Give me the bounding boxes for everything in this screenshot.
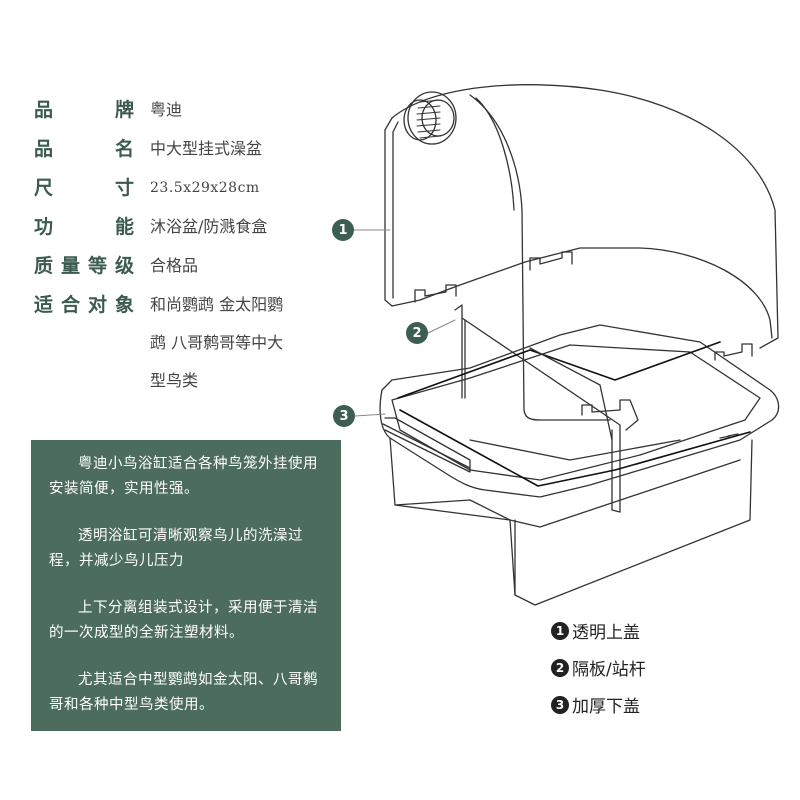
legend-item: 2 隔板/站杆 <box>551 649 646 686</box>
spec-row-name: 品 名 中大型挂式澡盆 <box>34 135 364 174</box>
description-paragraph: 粤迪小鸟浴缸适合各种鸟笼外挂使用 安装简便，实用性强。 <box>49 456 318 497</box>
spec-value-suitable: 和尚鹦鹉 金太阳鹦 鹉 八哥鹩哥等中大 型鸟类 <box>150 295 284 390</box>
legend-label: 加厚下盖 <box>572 697 640 717</box>
description-paragraph: 上下分离组装式设计，采用便于清洁的一次成型的全新注塑材料。 <box>49 600 318 641</box>
parts-legend: 1 透明上盖 2 隔板/站杆 3 加厚下盖 <box>551 612 646 723</box>
spec-label: 品 牌 <box>34 99 134 121</box>
spec-label: 品 名 <box>34 138 134 160</box>
description-box: 粤迪小鸟浴缸适合各种鸟笼外挂使用 安装简便，实用性强。 透明浴缸可清晰观察鸟儿的… <box>31 440 341 731</box>
spec-row-quality: 质 量 等 级 合格品 <box>34 252 364 291</box>
legend-label: 隔板/站杆 <box>572 660 646 680</box>
spec-label: 功 能 <box>34 216 134 238</box>
base-tray-outline <box>379 324 780 498</box>
knob-icon <box>403 91 457 145</box>
description-paragraph: 尤其适合中型鹦鹉如金太阳、八哥鹩哥和各种中型鸟类使用。 <box>49 672 318 713</box>
spec-value-quality: 合格品 <box>150 256 199 275</box>
spec-row-brand: 品 牌 粤迪 <box>34 96 364 135</box>
spec-row-function: 功 能 沐浴盆/防溅食盒 <box>34 213 364 252</box>
legend-item: 1 透明上盖 <box>551 612 646 649</box>
description-paragraph: 透明浴缸可清晰观察鸟儿的洗澡过程，并减少鸟儿压力 <box>49 528 303 569</box>
spec-value-size: 23.5x29x28cm <box>150 180 260 196</box>
top-cover-left-edge <box>384 117 393 307</box>
spec-row-size: 尺 寸 23.5x29x28cm <box>34 174 364 213</box>
spec-value-function: 沐浴盆/防溅食盒 <box>150 217 268 236</box>
legend-label: 透明上盖 <box>572 623 640 643</box>
legend-item: 3 加厚下盖 <box>551 686 646 723</box>
callout-3: 3 <box>333 405 355 427</box>
callout-2: 2 <box>406 322 428 344</box>
callout-leader-2 <box>427 319 456 334</box>
spec-table: 品 牌 粤迪 品 名 中大型挂式澡盆 尺 寸 23.5x29x28cm 功 能 … <box>34 96 364 400</box>
legend-number: 2 <box>551 658 569 677</box>
spec-value-name: 中大型挂式澡盆 <box>150 139 263 158</box>
spec-label: 质 量 等 级 <box>34 255 134 277</box>
callout-1: 1 <box>332 219 354 241</box>
spec-label: 适 合 对 象 <box>34 294 134 316</box>
legend-number: 1 <box>551 621 569 640</box>
spec-value-brand: 粤迪 <box>150 100 183 119</box>
top-cover-outline <box>391 84 779 349</box>
spec-row-suitable: 适 合 对 象 和尚鹦鹉 金太阳鹦 鹉 八哥鹩哥等中大 型鸟类 <box>34 291 364 400</box>
callout-leader-3 <box>354 413 386 417</box>
legend-number: 3 <box>551 695 569 714</box>
divider-panel <box>454 304 639 513</box>
spec-label: 尺 寸 <box>34 177 134 199</box>
